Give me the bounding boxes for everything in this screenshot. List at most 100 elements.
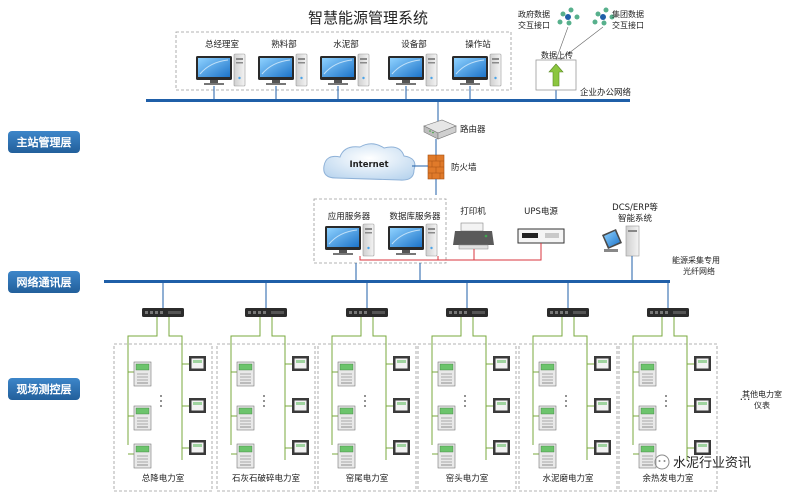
power-meter-icon [133,361,152,387]
panel-meter-icon [594,398,611,413]
room-label: 窑尾电力室 [346,473,389,484]
room-label: 窑头电力室 [446,473,489,484]
layer-label-field: 现场测控层 [8,378,80,400]
room-group: 窑尾电力室 [317,283,417,492]
dcs-erp-system: DCS/ERP等 智能系统 [602,202,658,257]
panel-meter-icon [393,398,410,413]
printer-label: 打印机 [460,206,486,217]
room-group: 余热发电力室 [618,283,718,492]
office-drop-lines [213,86,557,100]
room-box [618,343,718,492]
panel-meter-icon [694,356,711,371]
office-label: 设备部 [401,39,427,50]
power-meter-icon [133,443,152,469]
power-meter-icon [538,405,557,431]
other-rooms-ellipsis: … [740,390,751,403]
room-box [317,343,417,492]
office-workstation-equipment: 设备部 [387,39,438,87]
power-meter-icon [236,405,255,431]
panel-meter-icon [493,398,510,413]
network-switch-icon [647,308,689,317]
network-switch-icon [547,308,589,317]
office-workstation-operator: 操作站 [451,39,502,87]
db-server-label: 数据库服务器 [389,211,441,222]
room-group: 石灰石破碎电力室 [216,283,316,492]
group-data-interface: 集团数据 交互接口 [592,7,644,30]
gov-data-interface: 政府数据 交互接口 [518,7,580,30]
power-meter-icon [638,405,657,431]
panel-meter-icon [292,356,309,371]
field-rooms: 总降电力室 石灰石破碎电力室 窑尾电力室 窑头电力室 水泥磨电力室 余热发电力室 [113,283,718,492]
fiber-network-bus [104,280,670,283]
power-meter-icon [638,443,657,469]
panel-meter-icon [189,440,206,455]
svg-text:现场测控层: 现场测控层 [17,382,72,396]
room-label: 余热发电力室 [642,473,694,484]
panel-meter-icon [594,356,611,371]
network-switch-icon [446,308,488,317]
power-meter-icon [337,361,356,387]
room-group: 窑头电力室 [417,283,517,492]
room-group: 水泥磨电力室 [518,283,618,492]
internet-label: Internet [349,160,388,170]
wechat-logo-icon [654,454,670,470]
room-box [113,343,213,492]
power-meter-icon [638,361,657,387]
data-upload-label: 数据上传 [541,50,573,60]
internet-cloud-icon: Internet [323,143,416,181]
watermark: 水泥行业资讯 [654,454,751,471]
fiber-label-1: 能源采集专用 [672,255,720,265]
group-interface-label-1: 集团数据 [612,9,644,19]
room-label: 总降电力室 [142,473,185,484]
power-meter-icon [437,361,456,387]
panel-meter-icon [393,440,410,455]
panel-meter-icon [189,356,206,371]
panel-meter-icon [694,398,711,413]
diagram-title: 智慧能源管理系统 [308,9,428,27]
panel-meter-icon [694,440,711,455]
office-workstation-general-manager: 总经理室 [195,39,246,87]
gov-interface-label-1: 政府数据 [518,9,550,19]
panel-meter-icon [292,440,309,455]
app-server-label: 应用服务器 [328,211,371,222]
network-node-icon [565,14,571,20]
dcs-label-2: 智能系统 [618,213,653,224]
office-network-bus [146,99,630,102]
firewall-icon [427,154,445,180]
router-label: 路由器 [460,124,486,135]
room-label: 水泥磨电力室 [542,473,594,484]
power-meter-icon [437,443,456,469]
power-meter-icon [236,361,255,387]
room-group: 总降电力室 [113,283,213,492]
printer-icon [453,222,494,250]
office-label: 熟料部 [271,39,297,50]
panel-meter-icon [594,440,611,455]
ups-icon [517,228,565,244]
other-meters-label-2: 仪表 [754,400,770,410]
office-network-label: 企业办公网络 [580,87,632,98]
svg-text:主站管理层: 主站管理层 [17,135,72,149]
group-interface-label-2: 交互接口 [612,20,644,30]
network-switch-icon [142,308,184,317]
server-drop-lines [355,256,633,281]
app-server: 应用服务器 [324,211,375,257]
fiber-label-2: 光纤网络 [683,266,715,276]
room-label: 石灰石破碎电力室 [232,473,301,484]
office-label: 水泥部 [333,39,359,50]
power-meter-icon [337,405,356,431]
panel-meter-icon [292,398,309,413]
dcs-computer-icon [602,225,640,257]
power-meter-icon [236,443,255,469]
network-switch-icon [245,308,287,317]
power-meter-icon [538,443,557,469]
gov-interface-label-2: 交互接口 [518,20,550,30]
server-group-box [313,198,447,264]
office-label: 总经理室 [205,39,240,50]
layer-label-network: 网络通讯层 [8,271,80,293]
power-link-lines [359,243,542,261]
upload-arrow-icon [548,63,564,87]
room-box [216,343,316,492]
panel-meter-icon [189,398,206,413]
